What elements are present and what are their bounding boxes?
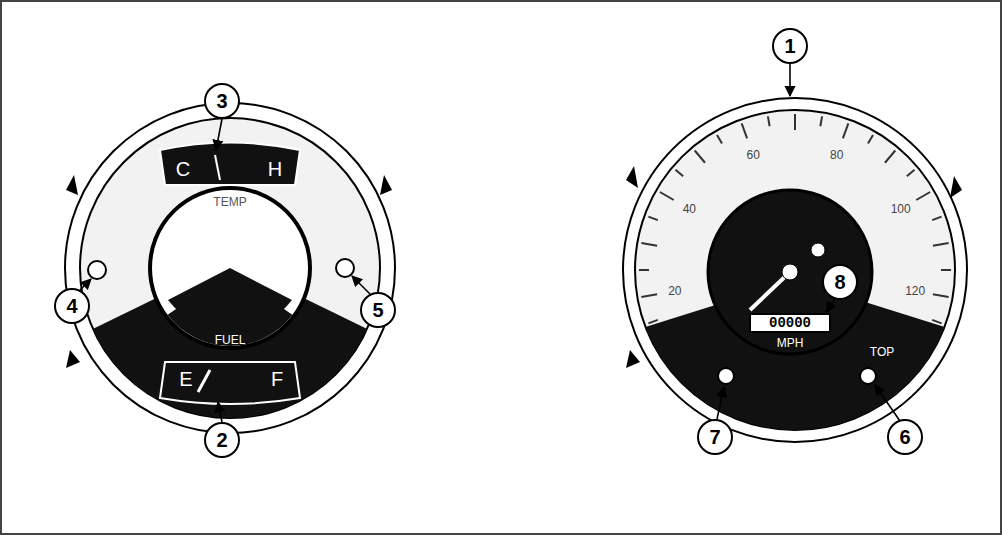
tick-mark bbox=[695, 150, 705, 162]
tick-mark bbox=[742, 123, 747, 138]
lamp-label: TOP bbox=[870, 346, 894, 358]
tick-mark bbox=[907, 170, 915, 176]
callout-circles bbox=[55, 29, 922, 457]
tick-mark bbox=[932, 320, 941, 323]
tick-mark bbox=[648, 217, 657, 220]
scale-letter: F bbox=[271, 369, 283, 389]
callout-number: 4 bbox=[66, 296, 77, 316]
speed-number: 40 bbox=[683, 203, 696, 215]
callout-number: 8 bbox=[834, 272, 845, 292]
tick-mark bbox=[843, 123, 848, 138]
tick-mark bbox=[916, 192, 930, 200]
tick-mark bbox=[868, 135, 873, 144]
speed-number: 100 bbox=[891, 203, 911, 215]
callout-number: 1 bbox=[784, 36, 795, 56]
callout-number: 3 bbox=[216, 91, 227, 111]
speed-number: 20 bbox=[668, 285, 681, 297]
temp-fuel-gauge bbox=[65, 103, 395, 440]
tick-mark bbox=[820, 116, 822, 126]
speed-number: 120 bbox=[905, 285, 925, 297]
tick-mark bbox=[717, 135, 722, 144]
speed-number: 80 bbox=[830, 149, 843, 161]
tick-mark bbox=[933, 294, 949, 297]
tick-mark bbox=[641, 243, 657, 246]
scale-letter: H bbox=[268, 159, 282, 179]
tick-mark bbox=[675, 170, 683, 176]
gauge-title: FUEL bbox=[215, 334, 246, 346]
callout-number: 6 bbox=[899, 427, 910, 447]
speedometer bbox=[620, 98, 970, 450]
tick-mark bbox=[794, 114, 796, 130]
gauge-title: TEMP bbox=[213, 196, 246, 208]
callout-number: 5 bbox=[372, 300, 383, 320]
speed-number: 60 bbox=[747, 149, 760, 161]
tick-mark bbox=[932, 217, 941, 220]
tick-mark bbox=[641, 294, 657, 297]
scale-letter: C bbox=[176, 159, 190, 179]
leader-lines bbox=[80, 64, 900, 422]
tick-mark bbox=[660, 192, 674, 200]
tick-mark bbox=[639, 269, 649, 271]
scale-letter: E bbox=[179, 369, 192, 389]
tick-mark bbox=[648, 320, 657, 323]
tick-mark bbox=[933, 243, 949, 246]
odometer-digits: 00000 bbox=[769, 316, 811, 330]
callout-number: 7 bbox=[709, 427, 720, 447]
tick-mark bbox=[885, 150, 895, 162]
callout-number: 2 bbox=[216, 430, 227, 450]
tick-mark bbox=[941, 269, 951, 271]
tick-mark bbox=[768, 116, 770, 126]
unit-label: MPH bbox=[777, 337, 804, 349]
